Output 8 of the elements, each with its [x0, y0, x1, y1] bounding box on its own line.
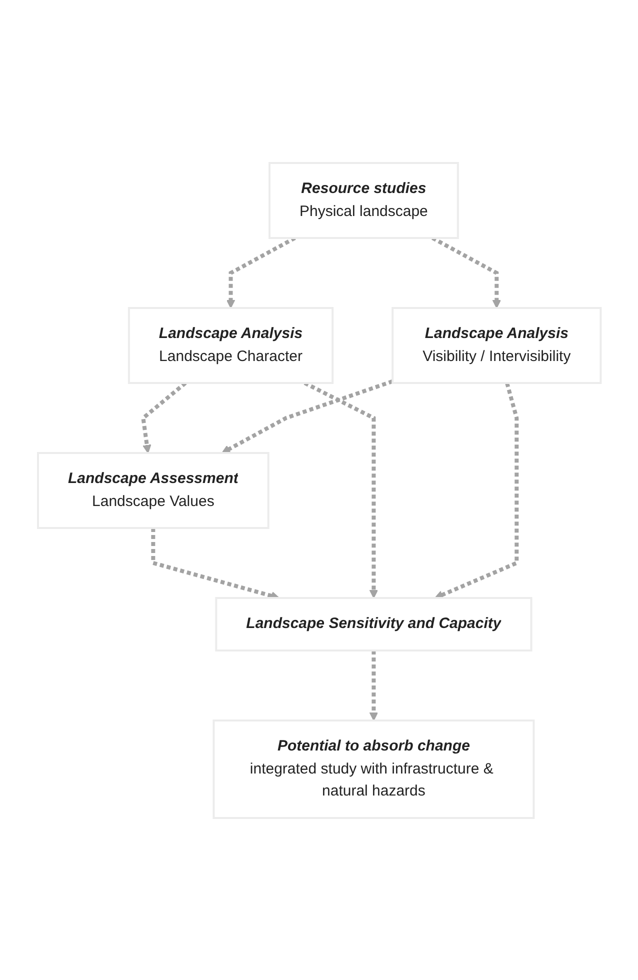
node-box: Landscape Analysis Visibility / Intervisibility — [391, 306, 602, 384]
node-box: Resource studies Physical landscape — [268, 162, 459, 238]
node-box: Landscape Analysis Landscape Character — [128, 306, 334, 384]
node-box: Potential to absorb change integrated study with infrastructure & natural hazards — [212, 718, 534, 818]
arrow — [221, 378, 393, 453]
arrow — [368, 650, 378, 720]
arrow — [434, 382, 518, 598]
arrow — [150, 528, 280, 600]
